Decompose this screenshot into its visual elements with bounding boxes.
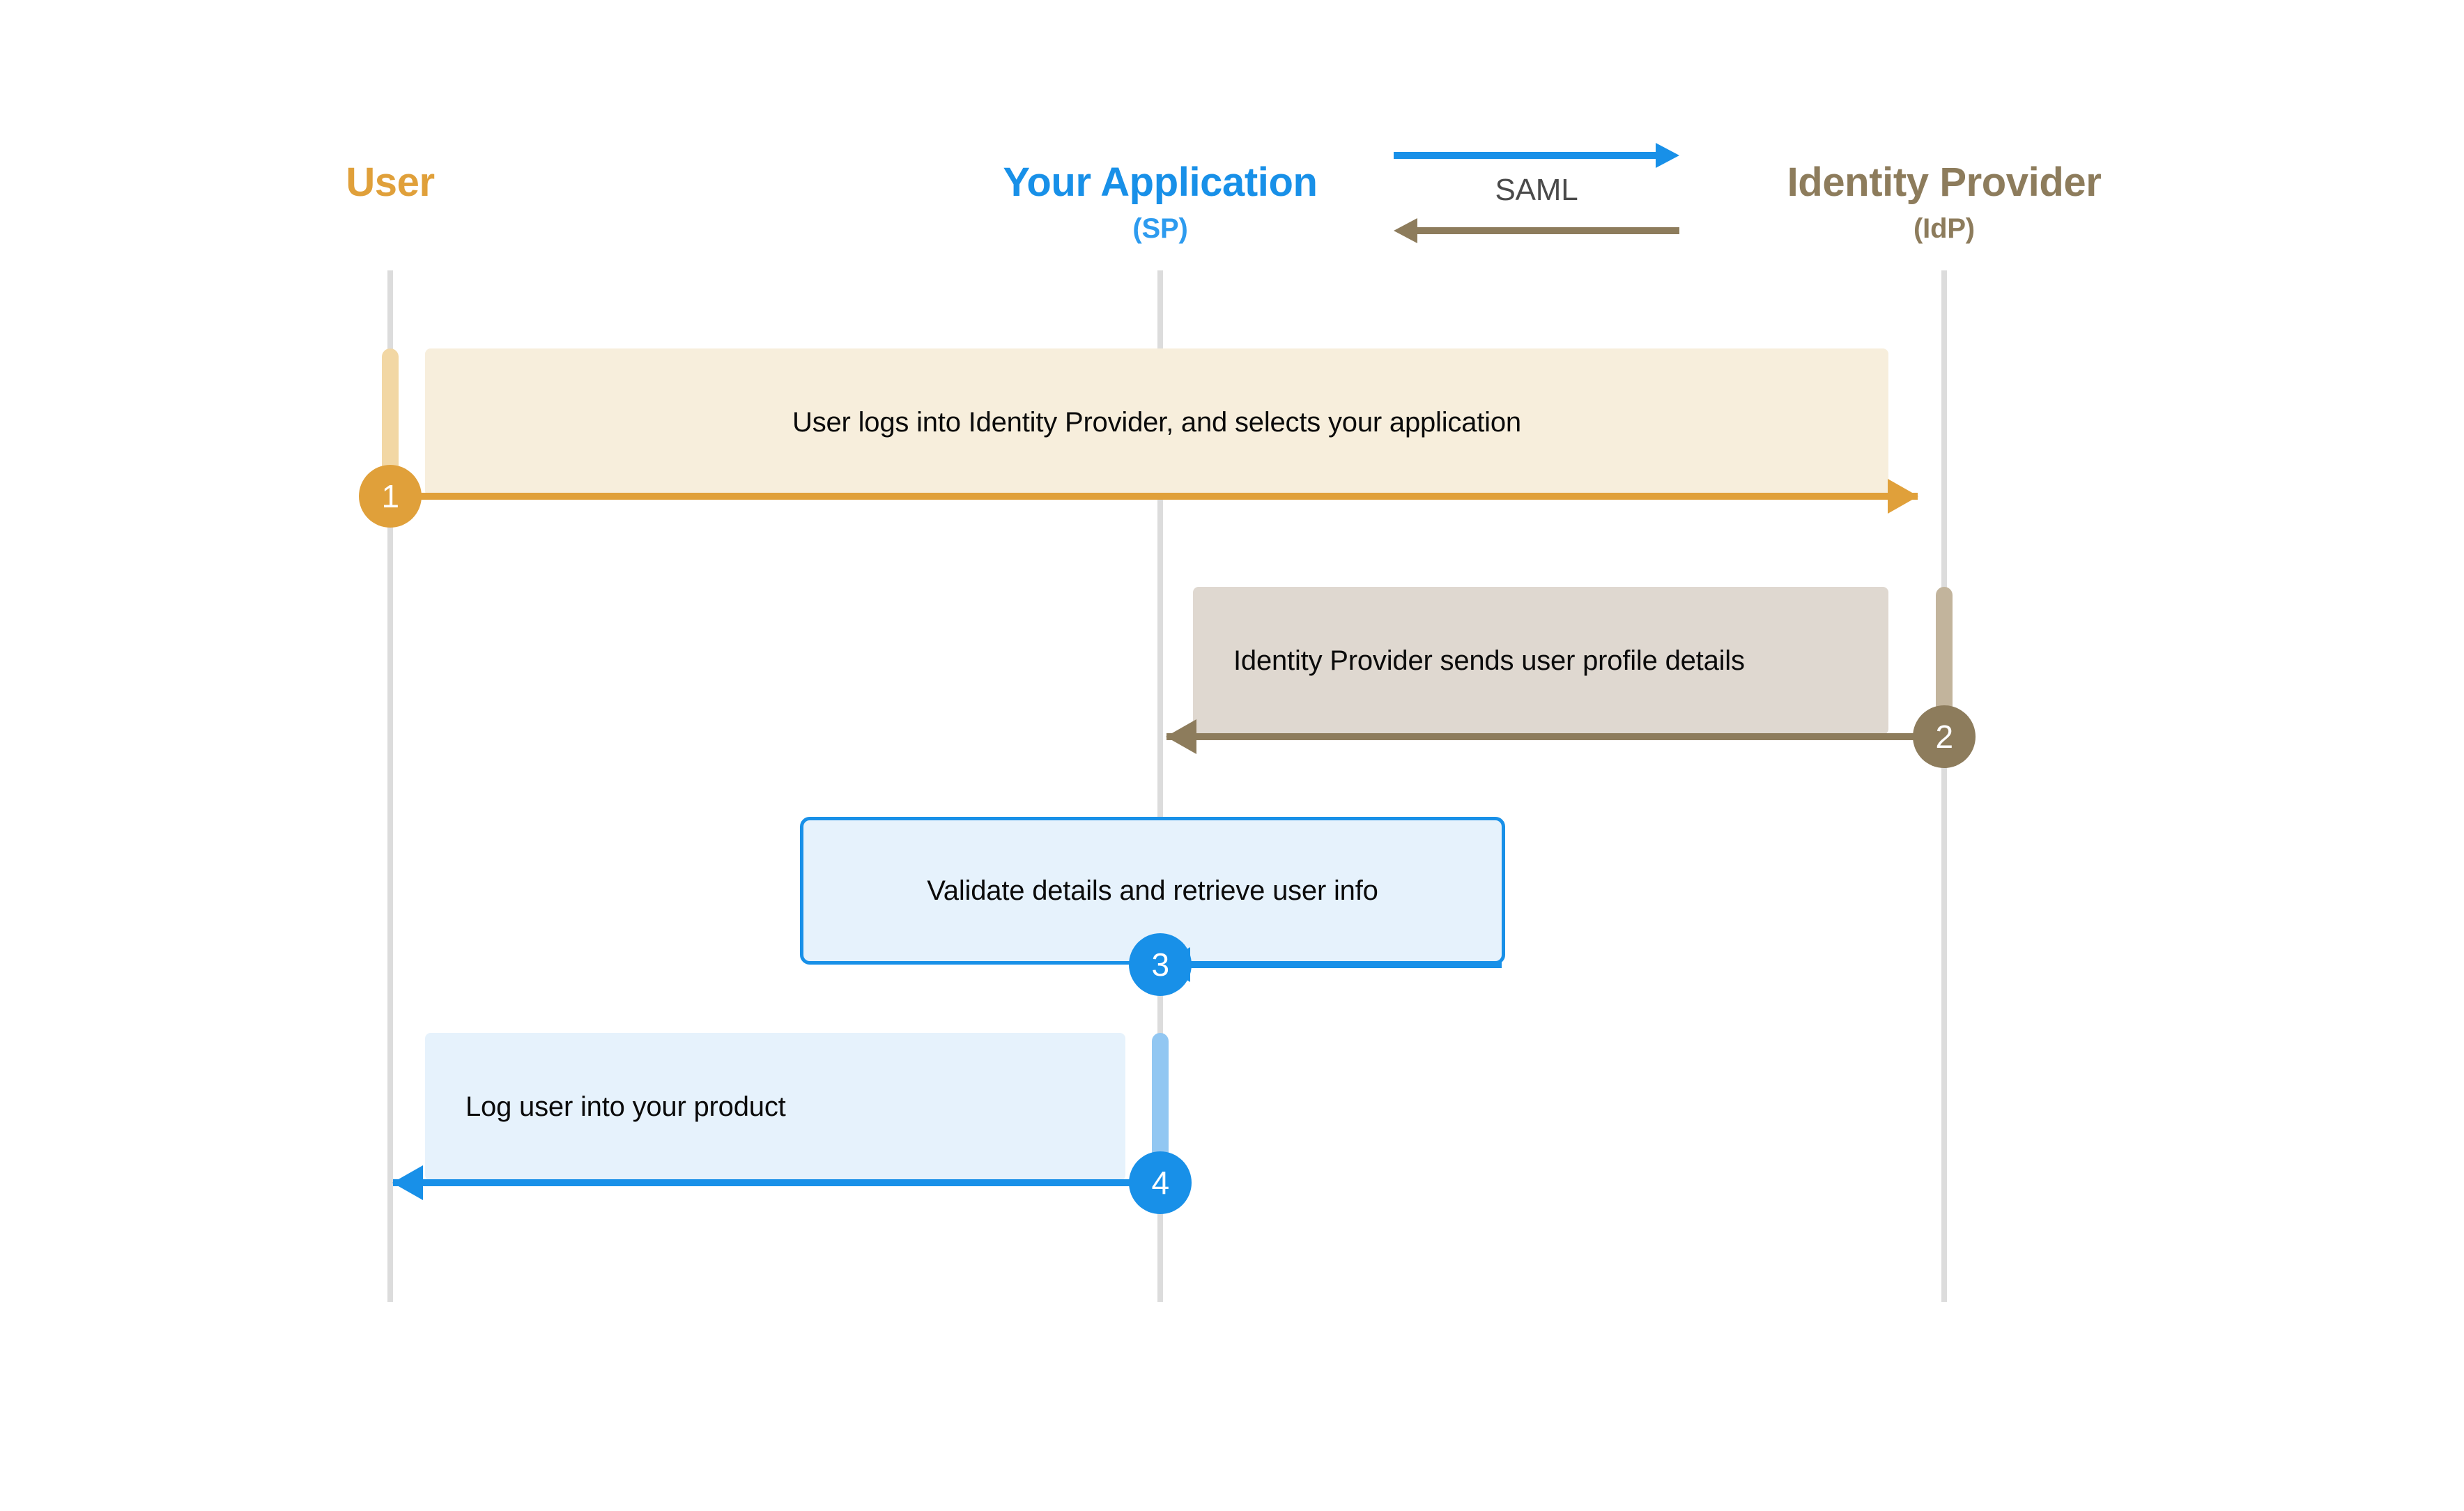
actor-name-user: User [346,160,435,205]
step-number-4: 4 [1151,1165,1169,1201]
message-arrow-step4-shaft [393,1179,1160,1186]
message-arrow-step1-head [1888,479,1918,514]
lifeline-identity-provider [1941,270,1947,1302]
saml-request-arrow-icon [1394,143,1679,168]
message-arrow-step2-head [1166,719,1196,754]
actor-header-user: User [346,160,435,205]
actor-name-identity-provider: Identity Provider [1787,160,2102,205]
step-number-1: 1 [381,478,399,514]
message-arrow-step2 [1166,719,1916,754]
message-text-step1: User logs into Identity Provider, and se… [792,407,1521,438]
message-text-step3: Validate details and retrieve user info [927,875,1378,906]
message-arrow-step3-shaft [1160,961,1502,968]
message-arrow-step4-head [392,1165,423,1200]
message-banner-step1: User logs into Identity Provider, and se… [425,348,1888,496]
step-marker-4: 4 [1129,1151,1192,1214]
lifeline-your-application [1157,270,1163,1302]
saml-response-arrow-head [1394,218,1417,243]
message-text-step4: Log user into your product [465,1091,786,1122]
saml-request-arrow-head [1656,143,1679,168]
saml-request-arrow-shaft [1394,152,1658,159]
step-number-3: 3 [1151,946,1169,983]
actor-sublabel-sp: (SP) [1132,213,1188,244]
lifeline-user [387,270,393,1302]
step-marker-1: 1 [359,465,422,528]
actor-header-identity-provider: Identity Provider (IdP) [1787,160,2102,244]
actor-header-your-application: Your Application (SP) [1003,160,1318,244]
message-arrow-step1-shaft [390,493,1918,500]
step-marker-2: 2 [1913,705,1976,768]
saml-legend: SAML [1394,132,1679,244]
step-number-2: 2 [1935,719,1953,755]
message-arrow-step4 [392,1165,1160,1200]
message-banner-step4: Log user into your product [425,1033,1125,1181]
message-arrow-step3 [1160,947,1502,982]
saml-legend-label: SAML [1495,173,1578,207]
actor-sublabel-idp: (IdP) [1914,213,1975,244]
saml-response-arrow-icon [1394,218,1679,243]
message-text-step2: Identity Provider sends user profile det… [1233,645,1745,676]
saml-response-arrow-shaft [1415,227,1679,234]
message-arrow-step1 [390,479,1918,514]
message-banner-step2: Identity Provider sends user profile det… [1193,587,1888,735]
step-marker-3: 3 [1129,933,1192,996]
actor-name-your-application: Your Application [1003,160,1318,205]
message-arrow-step2-shaft [1166,733,1916,740]
